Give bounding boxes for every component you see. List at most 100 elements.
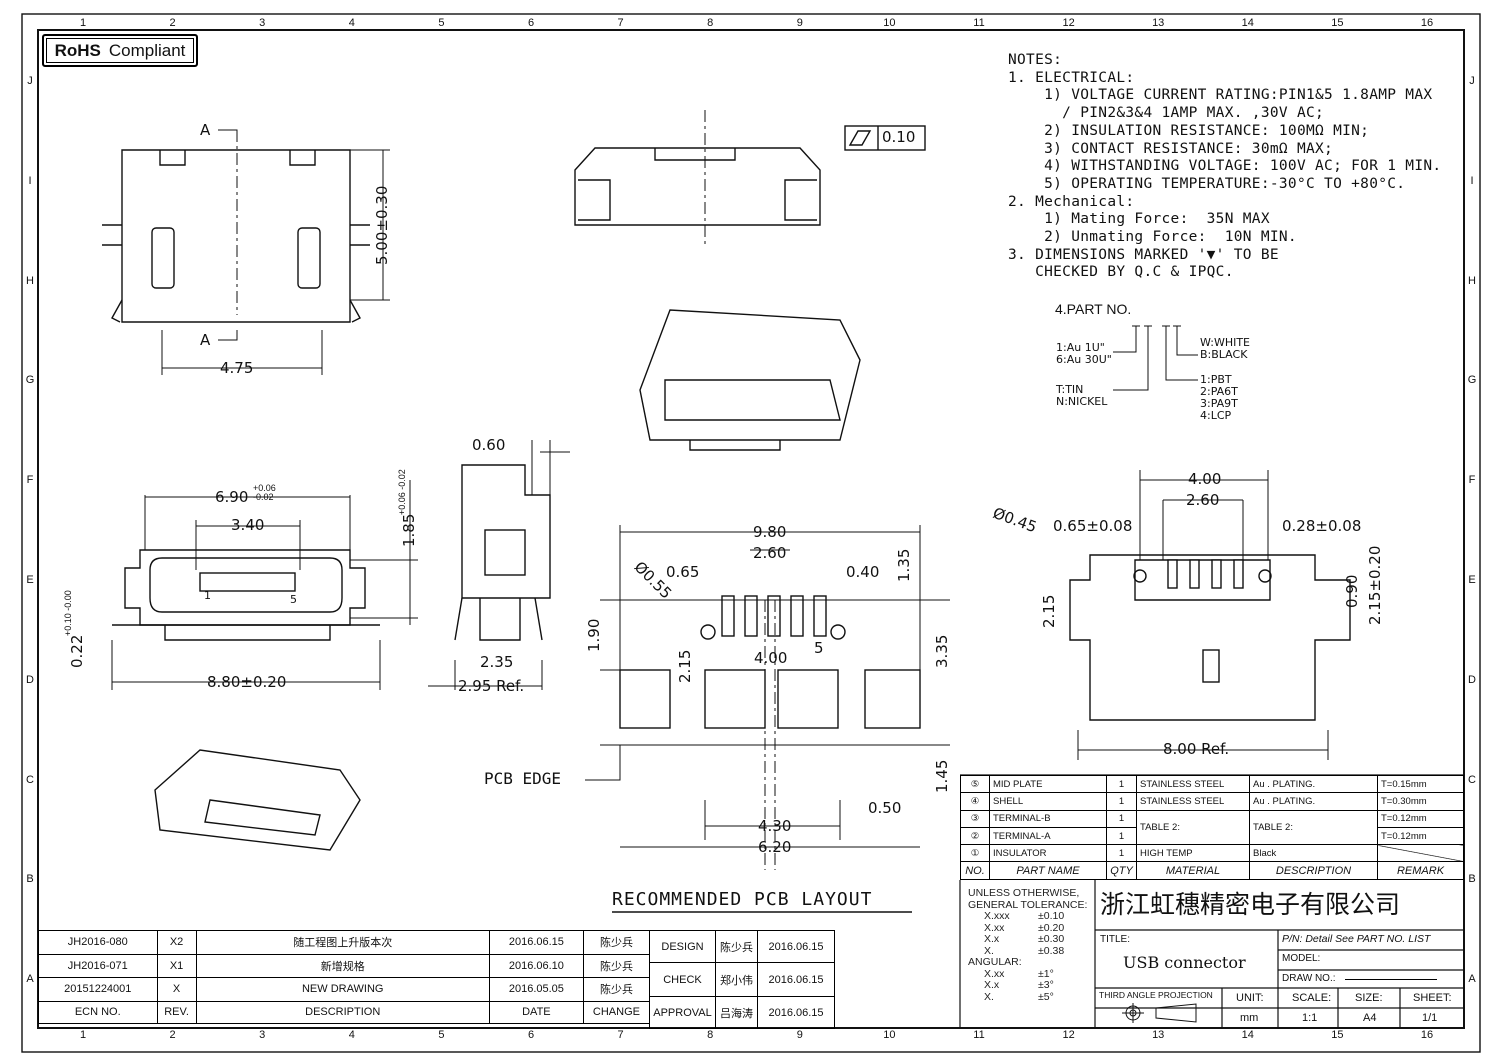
bom-no: ⑤ [960,774,990,794]
dim-width: 9.80 [753,523,787,541]
draw-no-line [1345,979,1437,980]
dim-width: 0.50 [868,799,902,817]
table-cell: 陈少兵 [582,930,651,955]
grid-col-label: 11 [973,17,985,29]
grid-row-label: J [1469,75,1475,87]
dim-height: 1.35 [895,548,913,582]
grid-col-label: 9 [796,1029,803,1041]
note-line: NOTES: [1008,52,1063,68]
grid-row-label: G [1467,374,1477,387]
dim-width: 3.40 [231,516,265,534]
note-line: 2) Unmating Force: 10N MIN. [1008,229,1297,246]
grid-col-label: 16 [1420,1029,1434,1041]
rohs-label: Compliant [108,40,186,60]
table-cell: 陈少兵 [715,930,758,963]
dim-width: 0.65±0.08 [1053,517,1133,535]
dim-width: 6.90 [215,488,249,506]
bom-qty: 1 [1106,844,1137,863]
grid-row-label: H [1468,274,1476,287]
tolerance-title: GENERAL TOLERANCE: [968,898,1088,911]
draw-no-label: DRAW NO.: [1282,973,1336,984]
dim-width: 2.35 [480,653,514,671]
grid-row-label: B [1468,873,1476,886]
dim-height: 1.45 [933,759,951,793]
table-cell: QTY [1106,861,1137,881]
grid-col-label: 1 [79,1029,87,1041]
tolerance-row: X.xx±1° [984,967,1054,980]
table-cell: REMARK [1377,861,1464,881]
bom-name: INSULATOR [989,844,1107,863]
bom-qty: 1 [1106,792,1137,811]
dim-height: 3.35 [933,634,951,668]
finish-option: N:NICKEL [1056,395,1108,408]
tolerance-row: X.±5° [984,990,1054,1003]
dim-tolerance: +0.10 -0.00 [63,590,73,636]
tolerance-row: X.xxx±0.10 [984,910,1065,922]
grid-row-label: B [26,873,34,886]
plating-options: 1:Au 1U"6:Au 30U" [1056,342,1112,366]
note-line: 1) Mating Force: 35N MAX [1008,211,1270,228]
grid-row-label: D [26,673,34,686]
table-cell: PART NAME [989,861,1107,881]
projection-label: THIRD ANGLE PROJECTION [1099,990,1213,1000]
front-view [111,480,418,690]
table-cell: NO. [960,861,990,881]
bom-name: TERMINAL-A [989,826,1107,846]
grid-row-label: E [26,574,34,586]
dim-height: 2.15±0.20 [1366,545,1384,625]
general-tolerance: UNLESS OTHERWISE, GENERAL TOLERANCE: X.x… [968,887,1088,1003]
table-cell: 2016.06.15 [488,930,584,955]
bom-remark: T=0.30mm [1377,792,1464,811]
unit-label: UNIT: [1236,992,1264,1004]
bom-qty: 1 [1106,809,1137,828]
note-line: 3) CONTACT RESISTANCE: 30mΩ MAX; [1008,140,1334,157]
note-line: 2) INSULATION RESISTANCE: 100MΩ MIN; [1008,122,1370,139]
tolerance-row: X.xx±0.20 [984,921,1065,934]
plating-option: 1:Au 1U" [1056,341,1105,354]
table-cell: 随工程图上升版本次 [195,930,490,955]
grid-col-label: 9 [796,17,803,29]
flatness-value: 0.10 [882,128,916,146]
grid-row-label: D [1468,673,1476,686]
pin-label: 1 [204,589,211,602]
pcb-edge-label: PCB EDGE [484,769,562,788]
table-cell: X2 [156,930,197,955]
dim-width: 4.75 [220,359,254,377]
grid-col-label: 6 [527,17,535,29]
scale-label: SCALE: [1292,992,1332,1004]
grid-col-label: 10 [883,17,896,29]
bom-desc: Au . PLATING. [1249,774,1378,794]
table-cell: JH2016-080 [38,930,158,955]
table-cell: 新增规格 [195,953,490,979]
grid-row-label: F [1468,474,1476,487]
bom-qty: 1 [1106,826,1137,846]
grid-col-label: 13 [1152,17,1165,29]
tolerance-row: X.±0.38 [984,944,1065,957]
table-cell: 吕海涛 [715,996,758,1029]
bom-name: TERMINAL-B [989,809,1107,828]
grid-row-label: E [1468,574,1476,586]
scale-value: 1:1 [1302,1012,1318,1024]
bom-remark: T=0.15mm [1377,774,1464,794]
table-cell: 2016.06.10 [488,953,584,979]
iso-view-top [639,309,861,451]
bom-no: ③ [960,809,990,828]
bom-remark-empty [1377,844,1464,863]
note-line: 3. DIMENSIONS MARKED '▼' TO BE [1008,246,1279,263]
grid-row-label: A [26,973,34,986]
table-cell: 2016.06.15 [757,930,835,963]
table-cell: 2016.06.15 [757,962,835,997]
section-label: A [200,331,211,349]
table-cell: 20151224001 [38,977,158,1002]
grid-row-label: I [1470,174,1474,187]
dim-width: 2.60 [753,544,787,562]
